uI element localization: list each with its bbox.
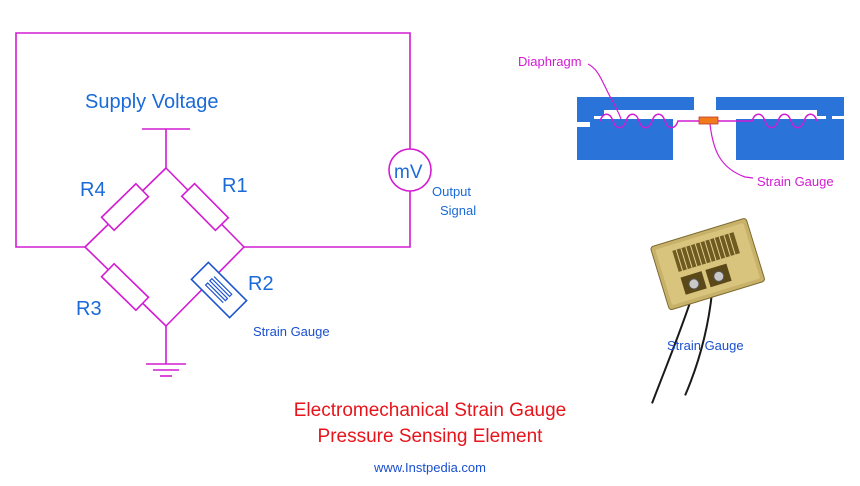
gauge-leader <box>709 123 754 179</box>
r1-label: R1 <box>222 175 248 197</box>
supply-voltage-label: Supply Voltage <box>85 91 218 113</box>
right-lower-block <box>736 139 844 160</box>
title-line-2: Pressure Sensing Element <box>317 426 543 447</box>
diaphragm-cross-section <box>577 63 844 179</box>
diaphragm-right-corrugation <box>726 113 818 129</box>
bridge-circuit <box>15 32 432 377</box>
diaphragm-strain-gauge <box>698 116 719 125</box>
r4-label: R4 <box>80 179 106 201</box>
resistor-r1 <box>180 182 230 232</box>
meter-label: mV <box>394 162 423 183</box>
left-housing <box>577 97 694 139</box>
diaphragm-left-corrugation <box>599 113 690 129</box>
left-lower-block <box>577 139 673 160</box>
photo-caption: Strain Gauge <box>667 338 744 353</box>
right-housing <box>716 97 844 139</box>
millivolt-meter <box>388 148 432 192</box>
title-line-1: Electromechanical Strain Gauge <box>293 400 567 421</box>
strain-gauge-photo <box>650 218 765 404</box>
diaphragm-leader <box>587 63 622 120</box>
strain-gauge-element <box>190 261 248 319</box>
cross-section-strain-gauge-label: Strain Gauge <box>757 174 834 189</box>
r2-label: R2 <box>248 273 274 295</box>
diaphragm-label: Diaphragm <box>518 54 582 69</box>
output-label: Output <box>432 184 471 199</box>
website-label: www.Instpedia.com <box>374 460 486 475</box>
signal-label: Signal <box>440 203 476 218</box>
resistor-r3 <box>100 262 150 312</box>
circuit-strain-gauge-label: Strain Gauge <box>253 324 330 339</box>
r3-label: R3 <box>76 298 102 320</box>
resistor-r4 <box>100 182 150 232</box>
outer-wire <box>15 32 411 248</box>
